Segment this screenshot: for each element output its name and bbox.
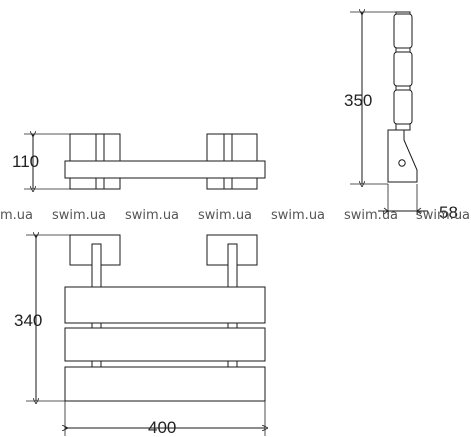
side-bracket xyxy=(387,129,418,183)
side-view: 350 58 xyxy=(344,12,458,222)
top-seat-slat xyxy=(64,160,266,179)
front-slat-3 xyxy=(64,366,266,402)
side-slat-profile-2 xyxy=(393,51,413,87)
side-slat-profile-3 xyxy=(393,89,413,125)
front-slat-1 xyxy=(64,286,266,324)
front-slat-2 xyxy=(64,327,266,362)
dimension-label-350: 350 xyxy=(344,91,372,110)
dimension-label-400: 400 xyxy=(148,418,176,437)
watermark-row: m.ua swim.ua swim.ua swim.ua swim.ua swi… xyxy=(0,208,470,223)
watermark: swim.ua xyxy=(271,208,325,223)
watermark: swim.ua xyxy=(344,208,398,223)
dimension-label-58: 58 xyxy=(439,203,458,222)
side-bracket-bolt xyxy=(398,159,406,167)
watermark: swim.ua xyxy=(125,208,179,223)
watermark: swim.ua xyxy=(416,208,470,223)
top-view: 110 xyxy=(12,134,266,189)
watermark-fragment-left: m.ua xyxy=(0,208,33,223)
watermark: swim.ua xyxy=(198,208,252,223)
front-view: 340 400 xyxy=(14,235,265,437)
dimension-label-110: 110 xyxy=(12,152,39,171)
watermark: swim.ua xyxy=(52,208,106,223)
side-slat-profile-1 xyxy=(393,13,413,49)
dimension-label-340: 340 xyxy=(14,311,42,330)
